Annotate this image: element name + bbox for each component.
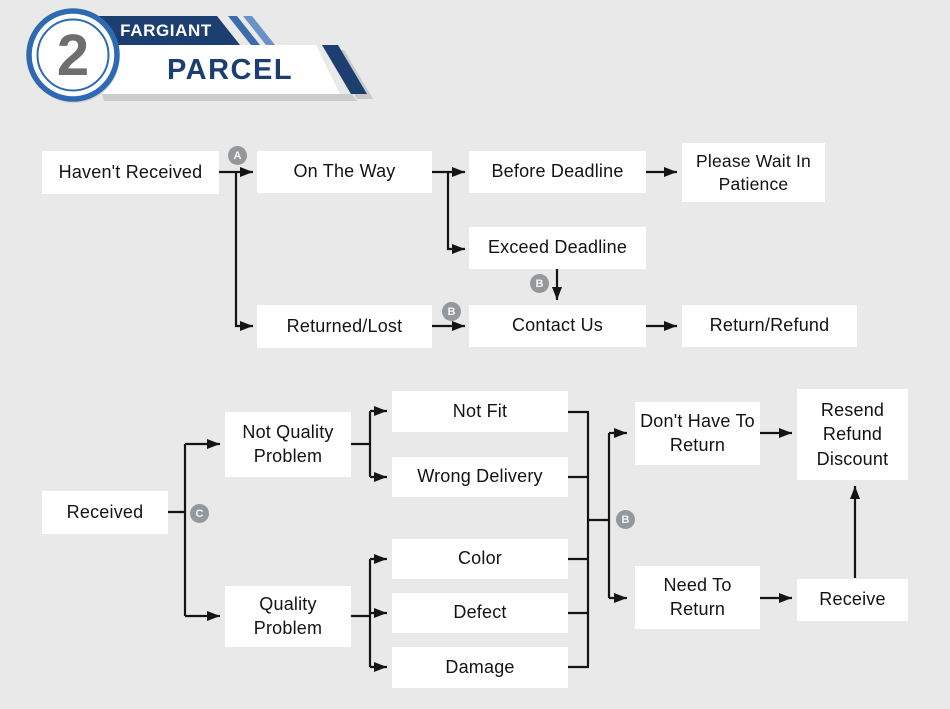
node-wrong-delivery: Wrong Delivery <box>392 457 568 497</box>
banner-end-stripe <box>322 45 367 94</box>
node-received: Received <box>42 491 168 534</box>
node-before-deadline: Before Deadline <box>469 151 646 193</box>
badge-b-exceed-contact: B <box>530 274 549 293</box>
ribbon-stripe-2 <box>243 16 275 45</box>
brand-name: FARGIANT <box>120 20 212 40</box>
badge-b-returned-contact: B <box>442 302 461 321</box>
badge-a: A <box>228 146 247 165</box>
badge-b-return-split: B <box>616 510 635 529</box>
node-please-wait-in-patience: Please Wait In Patience <box>682 143 825 202</box>
product-banner-shape <box>98 45 340 94</box>
node-dont-have-to-return: Don't Have To Return <box>635 402 760 465</box>
node-not-fit: Not Fit <box>392 391 568 432</box>
badge-c: C <box>190 504 209 523</box>
node-havent-received: Haven't Received <box>42 151 219 194</box>
node-need-to-return: Need To Return <box>635 566 760 629</box>
node-return-refund: Return/Refund <box>682 305 857 347</box>
node-damage: Damage <box>392 647 568 688</box>
node-exceed-deadline: Exceed Deadline <box>469 227 646 269</box>
node-defect: Defect <box>392 593 568 633</box>
brand-ribbon-shape <box>98 16 240 45</box>
connector-group <box>168 167 860 672</box>
step-circle-inner-ring <box>36 18 110 92</box>
product-name: PARCEL <box>166 53 294 86</box>
header-banner-graphic <box>26 8 373 103</box>
banner-shadow <box>102 94 357 101</box>
node-resend-refund-discount: Resend Refund Discount <box>797 389 908 480</box>
node-color: Color <box>392 539 568 579</box>
node-on-the-way: On The Way <box>257 151 432 193</box>
node-returned-lost: Returned/Lost <box>257 305 432 348</box>
ribbon-stripe-1 <box>228 16 260 45</box>
node-receive: Receive <box>797 579 908 621</box>
step-number: 2 <box>56 22 90 88</box>
node-quality-problem: Quality Problem <box>225 586 351 647</box>
node-not-quality-problem: Not Quality Problem <box>225 412 351 477</box>
node-contact-us: Contact Us <box>469 305 646 347</box>
